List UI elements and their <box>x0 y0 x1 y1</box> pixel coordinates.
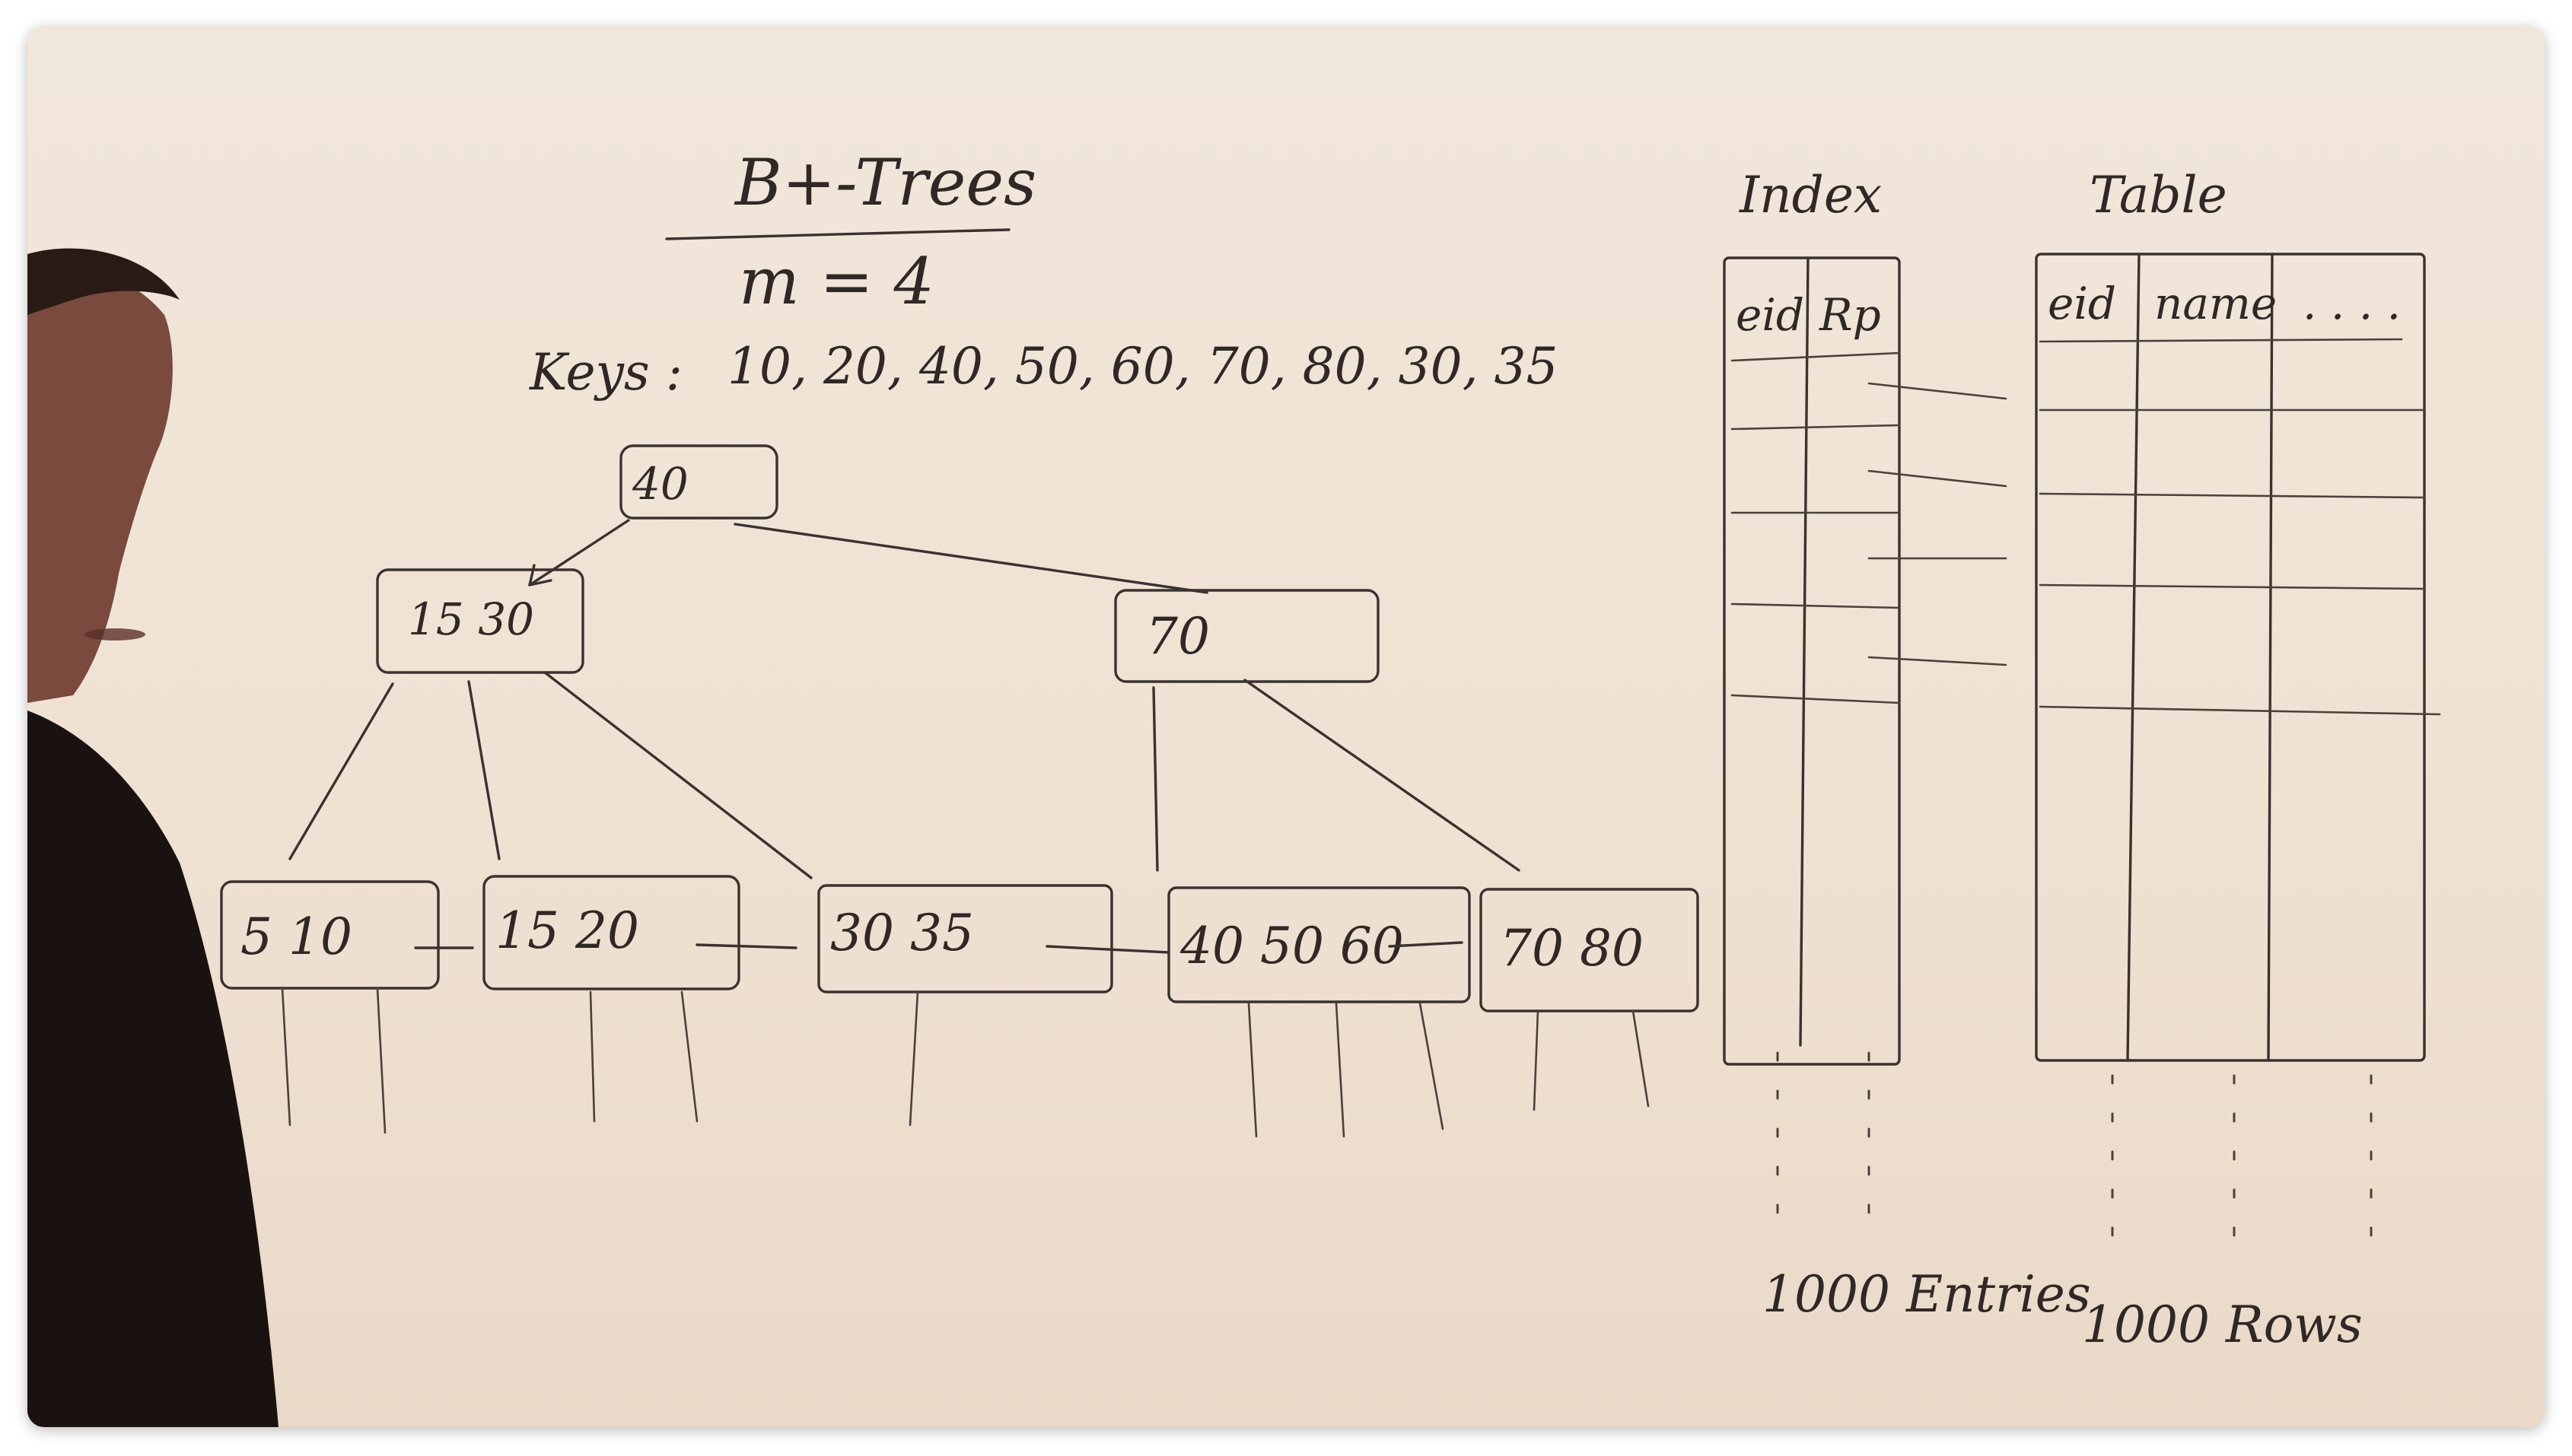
table-label: Table <box>2090 166 2227 224</box>
leaf-node-4 <box>1167 886 1471 1003</box>
index-table: Index eid Rp 1000 Entries <box>1723 166 2091 1324</box>
leaf-4-keys: 40 50 60 <box>1179 917 1404 975</box>
leaf-node-5 <box>1479 888 1699 1013</box>
leaf-node-3 <box>817 884 1113 993</box>
internal-right-key: 70 <box>1146 607 1210 666</box>
internal-left-keys: 15 30 <box>408 593 534 645</box>
index-footer: 1000 Entries <box>1762 1265 2091 1324</box>
table-footer: 1000 Rows <box>2082 1295 2363 1354</box>
leaf-node-2 <box>482 875 740 990</box>
keys-label: Keys : <box>529 343 683 402</box>
data-table: Table eid name . . . . 1000 Rows <box>2035 166 2441 1354</box>
tree-edges <box>288 671 1520 954</box>
table-col-more: . . . . <box>2303 278 2401 329</box>
keys-values: 10, 20, 40, 50, 60, 70, 80, 30, 35 <box>727 337 1558 396</box>
index-label: Index <box>1739 166 1882 224</box>
root-node <box>619 444 778 520</box>
row-pointers <box>1867 382 2007 666</box>
leaf-nodes: 5 10 15 20 30 35 40 50 60 70 80 <box>220 875 1699 1013</box>
whiteboard-frame: B+-Trees m = 4 Keys : 10, 20, 40, 50, 60… <box>27 26 2545 1427</box>
whiteboard: B+-Trees m = 4 Keys : 10, 20, 40, 50, 60… <box>27 145 2441 1427</box>
internal-node-left <box>376 568 584 674</box>
presenter <box>27 248 279 1427</box>
leaf-2-keys: 15 20 <box>495 901 639 960</box>
root-key: 40 <box>632 458 689 510</box>
data-pointers <box>281 987 1650 1138</box>
leaf-3-keys: 30 35 <box>830 904 974 962</box>
order-label: m = 4 <box>739 244 934 319</box>
title-b-plus-trees: B+-Trees <box>734 145 1036 220</box>
table-col-name: name <box>2154 278 2277 329</box>
leaf-node-1 <box>220 880 440 990</box>
leaf-5-keys: 70 80 <box>1500 919 1644 978</box>
table-col-eid: eid <box>2048 278 2116 329</box>
index-col-rp: Rp <box>1819 289 1881 341</box>
leaf-1-keys: 5 10 <box>240 908 352 966</box>
index-col-eid: eid <box>1736 289 1804 341</box>
title-underline <box>665 228 1011 240</box>
